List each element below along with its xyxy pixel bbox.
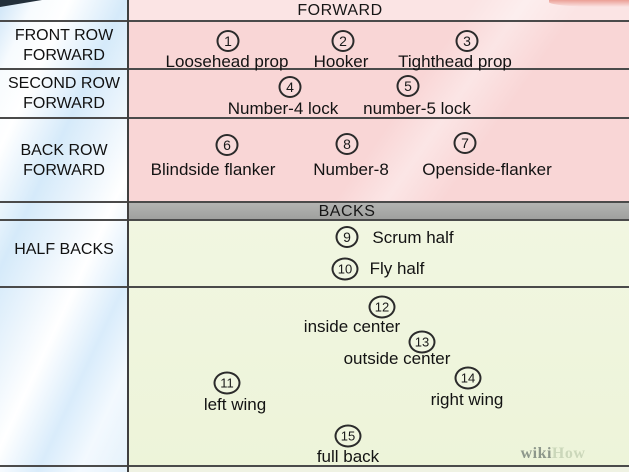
position-10-circle: 10	[331, 257, 359, 281]
position-4-label: Number-4 lock	[227, 99, 339, 118]
position-3-label: Tighthead prop	[398, 52, 512, 71]
corner-artifact	[0, 0, 42, 7]
position-7-circle: 7	[453, 132, 477, 154]
position-5-circle: 5	[396, 75, 420, 97]
row-label-back-row-forward: BACK ROW FORWARD	[0, 141, 128, 181]
position-2-label: Hooker	[313, 52, 369, 71]
forward-section-header: FORWARD	[297, 2, 383, 19]
position-13-label: outside center	[343, 349, 451, 368]
position-9-circle: 9	[335, 226, 359, 248]
forward-section-background	[128, 0, 629, 203]
backs-section-header: BACKS	[318, 203, 376, 220]
row-label-line: FORWARD	[23, 47, 105, 64]
position-9-label: Scrum half	[372, 228, 454, 247]
position-2-circle: 2	[331, 30, 355, 52]
wikihow-watermark: wikiHow	[521, 445, 586, 463]
position-11-label: left wing	[203, 395, 267, 414]
row-label-second-row-forward: SECOND ROW FORWARD	[0, 74, 128, 114]
position-14-label: right wing	[430, 390, 504, 409]
position-4-circle: 4	[278, 76, 302, 98]
position-14-circle: 14	[454, 366, 482, 390]
position-11-circle: 11	[213, 371, 241, 395]
grid-line-horizontal	[0, 465, 629, 467]
grid-line-horizontal	[0, 117, 629, 119]
row-label-column-background	[0, 0, 128, 472]
position-15-circle: 15	[334, 424, 362, 448]
position-3-circle: 3	[455, 30, 479, 52]
top-right-smudge	[549, 0, 629, 7]
row-label-line: FRONT ROW	[14, 27, 114, 44]
position-8-label: Number-8	[313, 160, 389, 179]
position-12-label: inside center	[303, 317, 401, 336]
position-6-label: Blindside flanker	[150, 160, 276, 179]
backs-section-background	[128, 221, 629, 466]
row-label-line: SECOND ROW	[8, 75, 120, 92]
backs-header-bar	[128, 202, 629, 221]
grid-line-horizontal	[0, 219, 629, 221]
position-1-circle: 1	[216, 30, 240, 52]
grid-line-horizontal	[0, 286, 629, 288]
grid-line-horizontal	[0, 68, 629, 70]
position-13-circle: 13	[408, 330, 436, 354]
position-10-label: Fly half	[369, 259, 425, 278]
position-15-label: full back	[316, 447, 380, 466]
position-1-label: Loosehead prop	[165, 52, 289, 71]
row-label-line: HALF BACKS	[14, 241, 114, 258]
position-5-label: number-5 lock	[363, 99, 471, 118]
wikihow-watermark-wiki: wiki	[520, 445, 552, 462]
grid-line-horizontal	[0, 20, 629, 22]
bottom-margin-strip	[128, 467, 629, 472]
row-label-line: FORWARD	[23, 95, 105, 112]
grid-line-horizontal	[0, 201, 629, 203]
row-label-front-row-forward: FRONT ROW FORWARD	[0, 26, 128, 66]
position-8-circle: 8	[335, 133, 359, 155]
wikihow-watermark-how: How	[551, 445, 586, 462]
position-12-circle: 12	[368, 295, 396, 319]
grid-line-vertical	[127, 0, 129, 472]
row-label-line: BACK ROW	[20, 142, 108, 159]
row-label-line: FORWARD	[23, 162, 105, 179]
row-label-half-backs: HALF BACKS	[0, 240, 128, 260]
position-7-label: Openside-flanker	[422, 160, 552, 179]
position-6-circle: 6	[215, 134, 239, 156]
